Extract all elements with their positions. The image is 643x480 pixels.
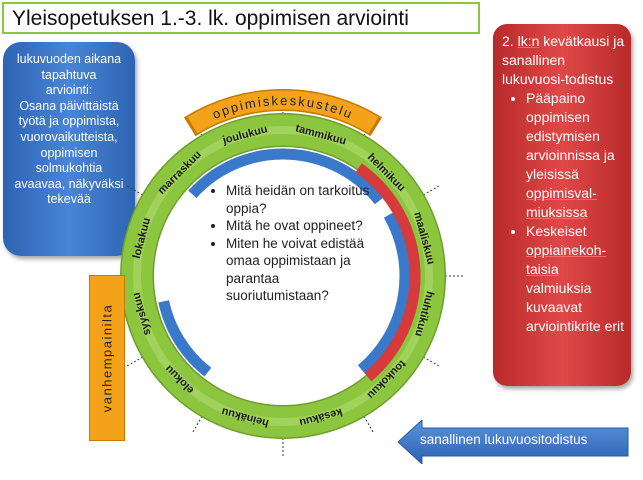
- ring-highlight: [133, 126, 433, 426]
- line: työtä ja oppimista,: [18, 114, 120, 129]
- blue-arc-spring: [357, 212, 411, 374]
- text: 2.: [502, 33, 518, 49]
- center-questions: Mitä heidän on tarkoitus oppia? Mitä he …: [208, 182, 378, 305]
- line: oppimisen: [40, 145, 98, 160]
- line: solmukohtia: [35, 161, 103, 176]
- title-box: Yleisopetuksen 1.-3. lk. oppimisen arvio…: [2, 2, 480, 34]
- discussion-arc: [187, 90, 379, 134]
- text: valmiuksia kuvaavat arviointikrite erit: [526, 280, 625, 334]
- text: Keskeiset: [526, 223, 587, 239]
- question: Mitä he ovat oppineet?: [226, 217, 378, 235]
- ongoing-assessment-box: lukuvuoden aikana tapahtuva arviointi: O…: [3, 42, 135, 256]
- text: lk:n: [517, 33, 540, 49]
- question: Mitä heidän on tarkoitus oppia?: [226, 182, 378, 217]
- spring-term-box: 2. lk:n kevätkausi ja sanallinen lukuvuo…: [493, 24, 631, 386]
- bullet: Pääpaino oppimisen edistymisen arvioinni…: [526, 89, 627, 222]
- blue-arc-autumn-spring: [188, 148, 384, 205]
- text: oppiainekoh-taisia: [526, 242, 607, 277]
- text: kevätkausi ja sanallinen lukuvuosi-todis…: [502, 33, 625, 87]
- question: Miten he voivat edistää omaa oppimistaan…: [226, 235, 378, 305]
- line: lukuvuoden aikana: [16, 52, 122, 66]
- line: arviointi:: [45, 83, 93, 98]
- parents-evening-box: [89, 275, 125, 441]
- line: tapahtuva: [41, 67, 97, 82]
- line: tekevää: [47, 192, 91, 207]
- text: oppimisval-miuksissa: [526, 185, 597, 220]
- blue-arc-august: [158, 300, 212, 377]
- parents-evening-label: vanhempainilta: [99, 303, 115, 413]
- page-title: Yleisopetuksen 1.-3. lk. oppimisen arvio…: [12, 7, 409, 30]
- spring-heading: 2. lk:n kevätkausi ja sanallinen lukuvuo…: [502, 32, 627, 89]
- bullet: Keskeiset oppiainekoh-taisia valmiuksia …: [526, 222, 627, 336]
- report-card-label: sanallinen lukuvuositodistus: [420, 432, 588, 447]
- report-card-arrow: [398, 420, 629, 464]
- line: avaavaa, näkyväksi: [14, 176, 124, 191]
- line: vuorovaikutteista,: [20, 129, 118, 144]
- red-arc-spring-term: [355, 163, 421, 382]
- text: Pääpaino oppimisen edistymisen arvioinni…: [526, 90, 615, 182]
- line: Osana päivittäistä: [19, 98, 119, 113]
